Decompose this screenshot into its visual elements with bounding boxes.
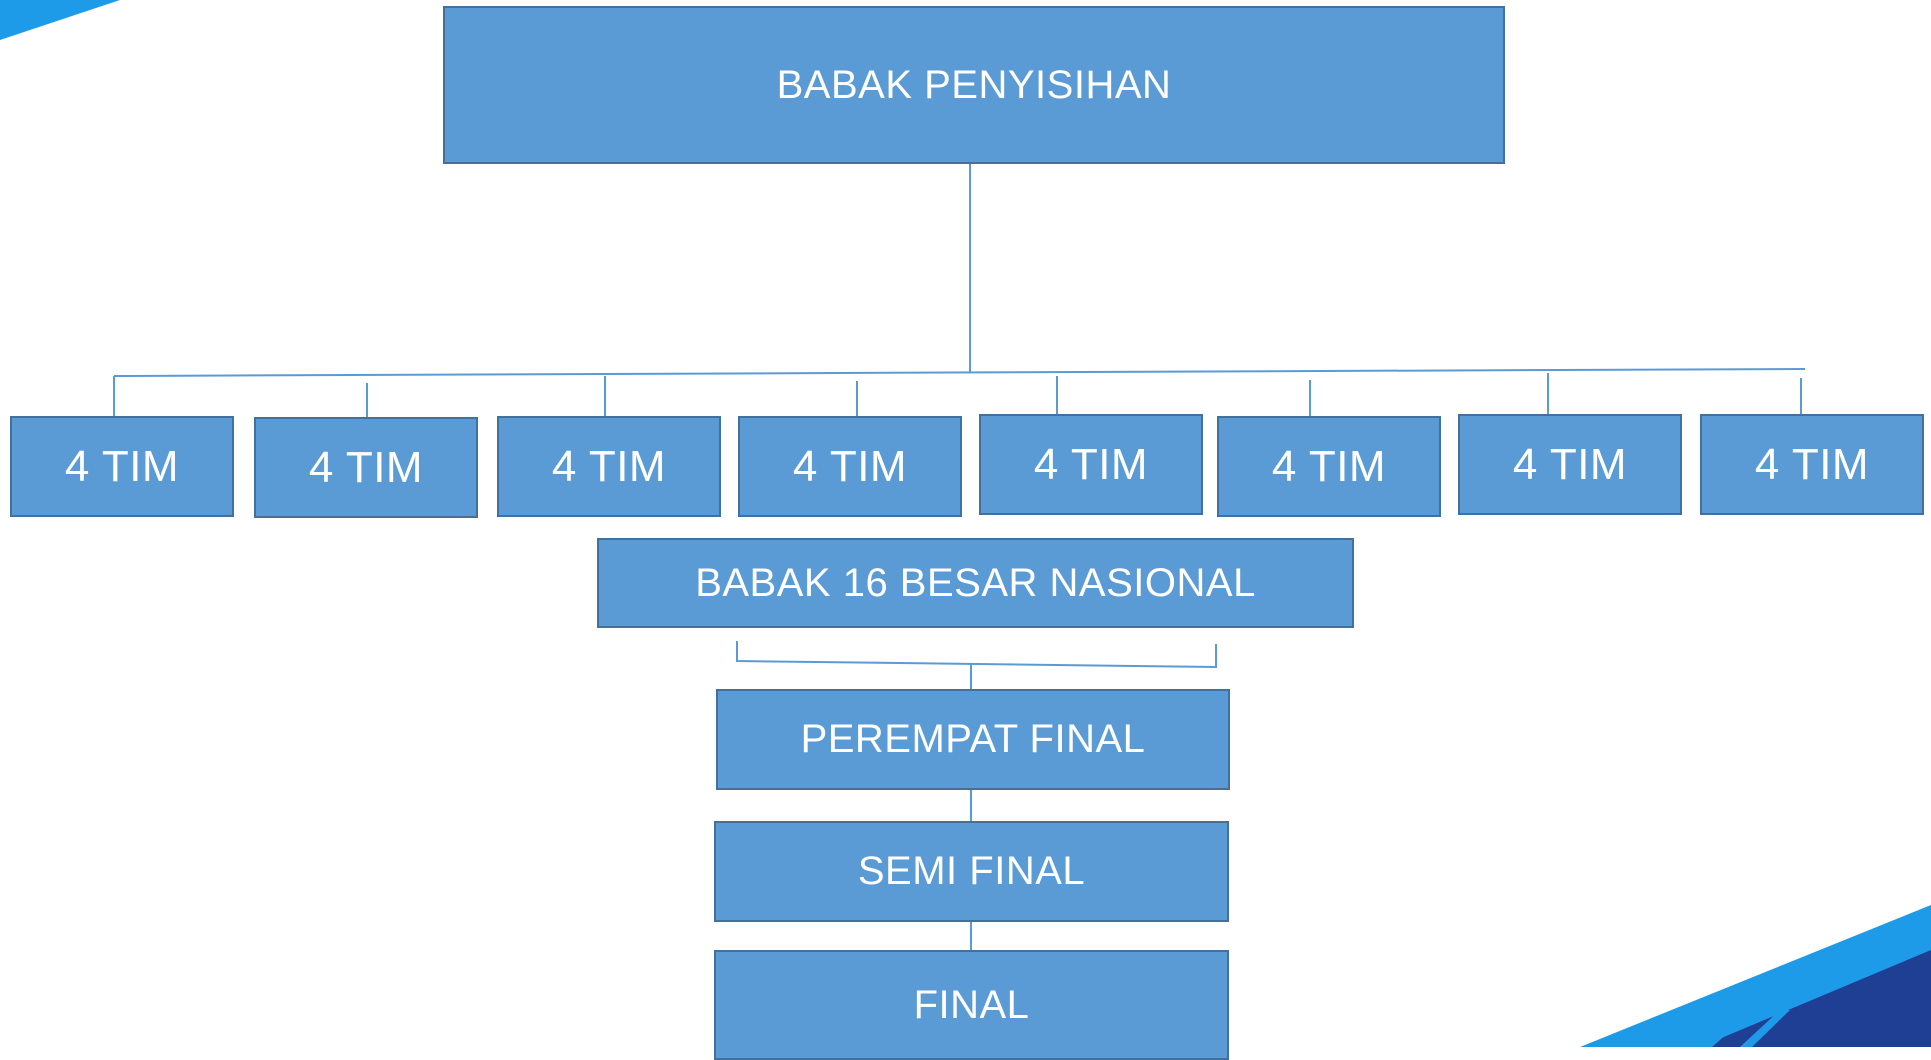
group-box-8: 4 TIM <box>1700 414 1924 515</box>
semi-final-label: SEMI FINAL <box>857 849 1086 893</box>
babak-penyisihan-label: BABAK PENYISIHAN <box>776 62 1172 107</box>
group-label-5: 4 TIM <box>1033 439 1149 489</box>
group-label-7: 4 TIM <box>1512 439 1628 489</box>
group-label-8: 4 TIM <box>1754 439 1870 489</box>
group-box-5: 4 TIM <box>979 414 1203 515</box>
group-box-6: 4 TIM <box>1217 416 1441 517</box>
final-label: FINAL <box>913 982 1030 1027</box>
bottom-right-decor-light-stripe <box>1580 905 1931 1047</box>
group-label-2: 4 TIM <box>308 442 424 492</box>
babak-16-besar-box: BABAK 16 BESAR NASIONAL <box>597 538 1354 628</box>
group-label-3: 4 TIM <box>551 441 667 491</box>
group-label-1: 4 TIM <box>64 441 180 491</box>
top-left-decor-stripe <box>0 0 120 40</box>
perempat-final-label: PEREMPAT FINAL <box>800 717 1146 761</box>
bottom-right-decor-dark-stripe <box>1700 950 1931 1047</box>
final-box: FINAL <box>714 950 1229 1060</box>
group-box-1: 4 TIM <box>10 416 234 517</box>
groups-bus-connector <box>113 368 1806 377</box>
bottom-right-decor-dash-2 <box>1700 1018 1745 1047</box>
bottom-right-decor-dash-1 <box>1668 1030 1700 1047</box>
group-label-6: 4 TIM <box>1271 441 1387 491</box>
group-box-3: 4 TIM <box>497 416 721 517</box>
babak-penyisihan-box: BABAK PENYISIHAN <box>443 6 1505 164</box>
bottom-right-decor-dash-3 <box>1740 1010 1790 1047</box>
group-box-4: 4 TIM <box>738 416 962 517</box>
round16-bracket-connector <box>736 641 1217 669</box>
group-box-2: 4 TIM <box>254 417 478 518</box>
perempat-final-box: PEREMPAT FINAL <box>716 689 1230 790</box>
group-label-4: 4 TIM <box>792 441 908 491</box>
babak-16-besar-label: BABAK 16 BESAR NASIONAL <box>695 560 1256 605</box>
group-box-7: 4 TIM <box>1458 414 1682 515</box>
semi-final-box: SEMI FINAL <box>714 821 1229 922</box>
